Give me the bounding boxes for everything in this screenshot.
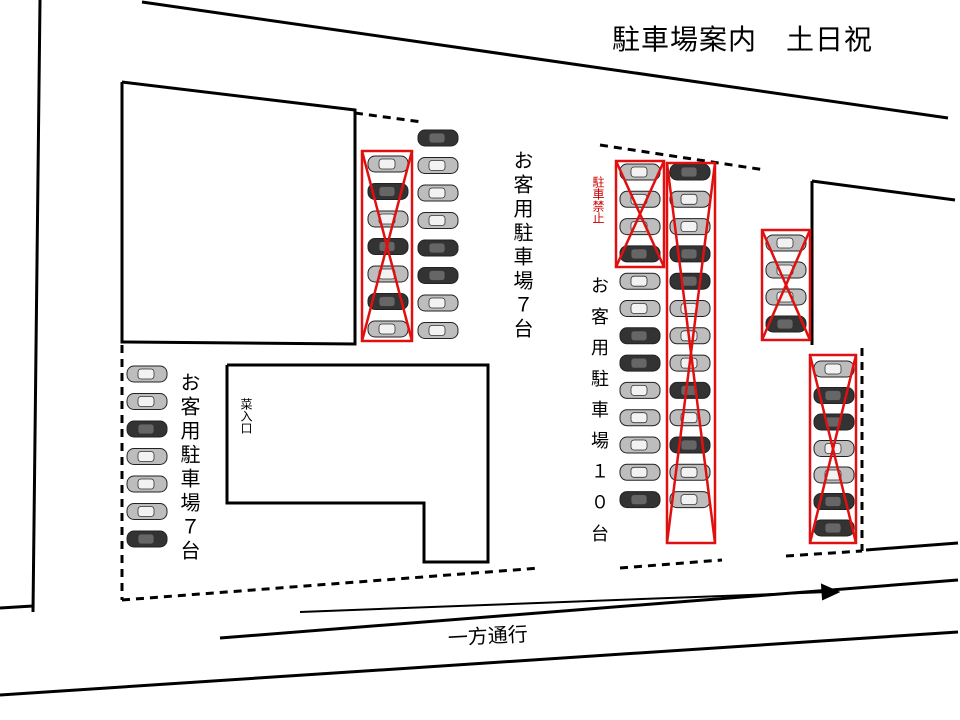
- road-edge-top: [141, 0, 949, 120]
- parked-car: [813, 466, 855, 484]
- parked-car: [619, 163, 661, 181]
- crossed-out-column-top: [360, 149, 414, 343]
- parked-car: [669, 381, 711, 399]
- crossed-out-no-parking: [614, 159, 666, 269]
- parked-car: [669, 463, 711, 481]
- parked-car: [367, 155, 409, 173]
- road-edge-left-corner: [0, 604, 34, 610]
- parked-cars: [126, 129, 855, 548]
- parked-car: [417, 157, 459, 174]
- parked-car: [417, 184, 459, 202]
- parked-car: [619, 491, 661, 509]
- parked-car: [417, 212, 459, 229]
- parked-car: [619, 436, 661, 454]
- parked-car: [813, 360, 855, 378]
- parked-car: [367, 320, 409, 338]
- parked-car: [126, 530, 168, 548]
- parked-car: [367, 265, 409, 283]
- parked-car: [126, 420, 168, 438]
- road-lane-line: [219, 578, 959, 640]
- parked-car: [619, 245, 661, 263]
- parked-car: [417, 322, 459, 339]
- parked-car: [765, 234, 807, 252]
- parked-car: [813, 413, 855, 431]
- parked-car: [126, 393, 168, 410]
- crossed-out-column-center: [665, 161, 717, 545]
- parked-car: [417, 239, 459, 257]
- parked-car: [417, 267, 459, 284]
- lot-label-bottom-left: お客用駐車場７台: [177, 372, 201, 564]
- parked-car: [126, 448, 168, 465]
- parked-car: [619, 218, 661, 236]
- parked-car: [765, 288, 807, 306]
- lot-border-dash-5: [619, 558, 723, 570]
- road-edge-bottom: [0, 630, 959, 697]
- parked-car: [669, 409, 711, 427]
- parked-car: [619, 381, 661, 399]
- parked-car: [619, 409, 661, 427]
- lot-label-top-center: お客用駐車場７台: [510, 150, 534, 342]
- building-upper-left: [120, 80, 357, 346]
- parked-car: [619, 354, 661, 372]
- no-parking-label: 駐車禁止: [591, 176, 605, 224]
- parked-car: [669, 300, 711, 317]
- parked-car: [669, 218, 711, 236]
- lot-edge-right-bottom: [865, 541, 959, 552]
- parked-car: [765, 315, 807, 333]
- parked-car: [619, 463, 661, 481]
- parked-car: [765, 261, 807, 279]
- lot-edge-right-top: [811, 179, 956, 202]
- parked-car: [367, 183, 409, 200]
- parked-car: [126, 503, 168, 520]
- parked-car: [126, 475, 168, 493]
- parked-car: [619, 327, 661, 345]
- parked-car: [669, 491, 711, 509]
- parked-car: [669, 190, 711, 208]
- lot-border-dash-4: [121, 566, 541, 602]
- entrance-label: 菜入口: [239, 398, 253, 434]
- parked-car: [669, 272, 711, 290]
- parked-car: [417, 129, 459, 147]
- parked-car: [367, 210, 409, 228]
- page-title: 駐車場案内 土日祝: [612, 23, 874, 56]
- one-way-arrow: [299, 583, 841, 613]
- parked-car: [619, 300, 661, 317]
- parked-car: [619, 272, 661, 290]
- parked-car: [126, 365, 168, 383]
- lot-label-right-center: お客用駐車場１０台: [588, 276, 609, 555]
- one-way-label: 一方通行: [447, 621, 529, 650]
- lot-border-dash-1: [354, 111, 423, 124]
- building-main: [225, 363, 490, 564]
- road-edge-left: [31, 0, 42, 613]
- parked-car: [619, 190, 661, 208]
- parked-car: [367, 293, 409, 310]
- parked-car: [417, 294, 459, 312]
- parked-car: [813, 519, 855, 537]
- crossed-out-spaces: [360, 149, 858, 545]
- crossed-out-column-right-bottom: [808, 353, 858, 545]
- crossed-out-column-right-top: [760, 228, 812, 342]
- lot-border-dash-6: [785, 549, 863, 558]
- parked-car: [669, 163, 711, 181]
